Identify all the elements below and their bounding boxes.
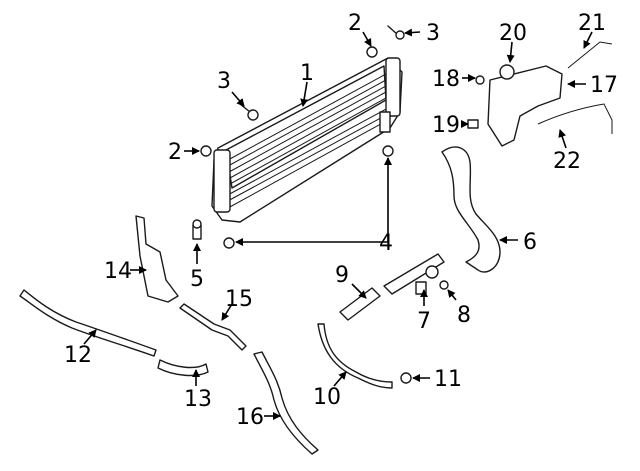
radiator-right-tank	[385, 57, 401, 117]
vent-hose	[253, 351, 319, 455]
callout-16: 16	[236, 405, 264, 430]
callout-2: 2	[348, 11, 362, 36]
callout-19: 19	[432, 113, 460, 138]
callout-3: 3	[217, 69, 231, 94]
lower-coolant-tube	[317, 323, 393, 389]
reservoir-clip	[467, 119, 479, 129]
callout-2: 2	[168, 140, 182, 165]
callout-1: 1	[300, 61, 314, 86]
callout-8: 8	[457, 303, 471, 328]
callout-7: 7	[417, 309, 431, 334]
callout-12: 12	[64, 343, 92, 368]
callout-numbers: 1 2 2 3 3 4 5 6 7 8 9 10 11 12 13 14 15 …	[64, 11, 618, 430]
reservoir-hose-lower	[537, 103, 613, 134]
callout-20: 20	[499, 21, 527, 46]
grommet-upper	[366, 46, 378, 58]
callout-22: 22	[553, 149, 581, 174]
callout-6: 6	[523, 230, 537, 255]
cap	[400, 372, 412, 384]
grommet-left	[200, 145, 212, 157]
callout-11: 11	[434, 367, 462, 392]
callout-5: 5	[190, 267, 204, 292]
callout-18: 18	[432, 67, 460, 92]
mount-hardware	[192, 25, 405, 249]
reservoir-hose	[567, 41, 613, 69]
radiator-left-tank	[213, 149, 231, 213]
bolt-lower	[192, 219, 202, 240]
lower-hose	[19, 289, 157, 357]
isolator-lower	[223, 237, 235, 249]
radiator-bracket	[379, 111, 391, 133]
leader-lines	[83, 28, 593, 420]
reservoir-bolt	[475, 75, 485, 85]
heater-hose	[157, 359, 209, 377]
callout-14: 14	[104, 259, 132, 284]
reservoir-cap	[499, 64, 515, 80]
bolt-left	[239, 103, 259, 121]
callout-13: 13	[184, 387, 212, 412]
hose-bracket	[135, 215, 179, 303]
bolt-upper	[387, 25, 405, 40]
overflow-hose	[179, 303, 247, 351]
radiator	[211, 57, 403, 223]
upper-radiator-hose	[441, 146, 501, 273]
callout-9: 9	[335, 263, 349, 288]
coolant-outlet-tube	[383, 253, 445, 295]
callout-4: 4	[379, 231, 393, 256]
coolant-reservoir	[487, 65, 563, 147]
callout-15: 15	[225, 287, 253, 312]
o-ring	[439, 280, 449, 290]
callout-10: 10	[313, 385, 341, 410]
callout-21: 21	[578, 11, 606, 36]
callout-17: 17	[590, 73, 618, 98]
isolator-upper	[382, 145, 394, 157]
callout-3: 3	[426, 21, 440, 46]
radiator-core-fins	[225, 73, 389, 209]
